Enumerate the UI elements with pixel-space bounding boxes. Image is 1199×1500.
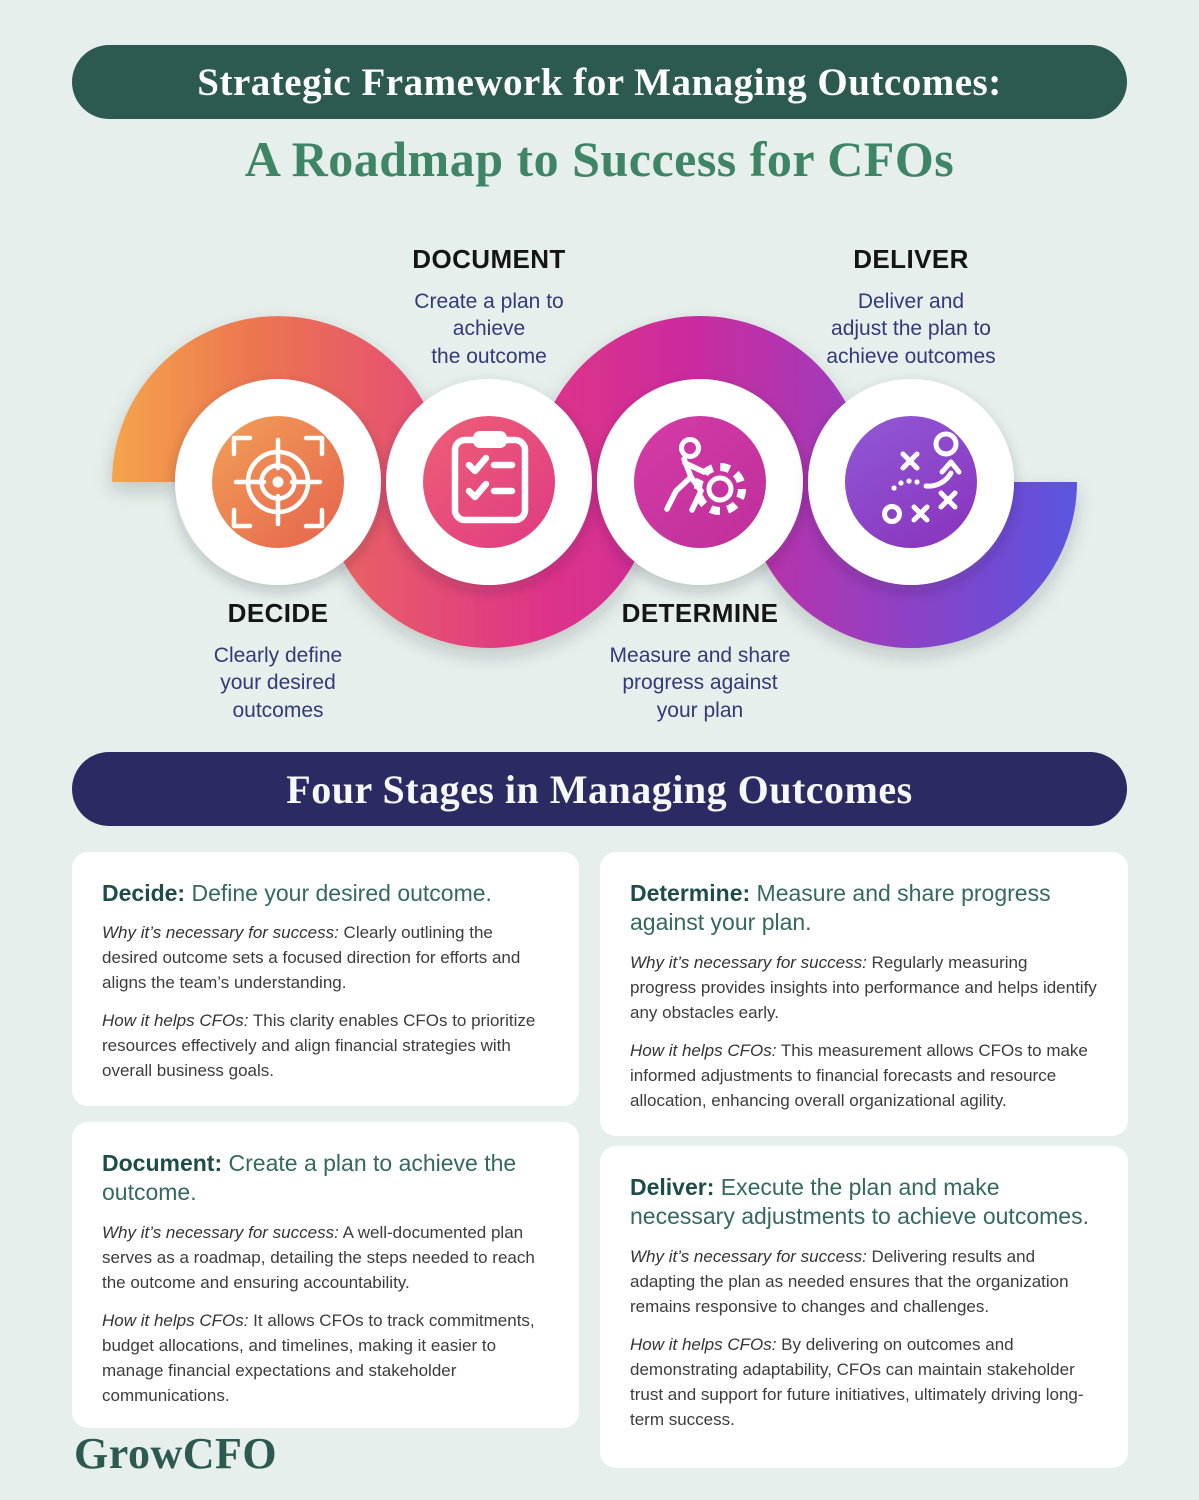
why-label: Why it’s necessary for success: xyxy=(102,1222,339,1242)
card-title-bold: Deliver: xyxy=(630,1174,715,1200)
header-banner-text: Strategic Framework for Managing Outcome… xyxy=(197,60,1002,104)
step-title-document: DOCUMENT xyxy=(412,244,566,274)
card-how-paragraph: How it helps CFOs: This clarity enables … xyxy=(102,1009,549,1084)
card-title: Deliver: Execute the plan and make neces… xyxy=(630,1173,1098,1232)
clipboard-checklist-icon xyxy=(451,431,529,524)
card-how-paragraph: How it helps CFOs: This measurement allo… xyxy=(630,1039,1098,1114)
wave-svg xyxy=(112,316,1077,648)
stages-banner: Four Stages in Managing Outcomes xyxy=(72,752,1127,826)
wave-ribbon xyxy=(112,316,1077,648)
why-text: Clearly outlining the desired outcome se… xyxy=(102,923,521,993)
step-desc-document: Create a plan to achieve the outcome xyxy=(414,290,564,368)
why-text: Delivering results and adapting the plan… xyxy=(630,1246,1069,1316)
card-how-paragraph: How it helps CFOs: By delivering on outc… xyxy=(630,1333,1098,1433)
step-title-decide: DECIDE xyxy=(227,598,329,628)
how-text: This measurement allows CFOs to make inf… xyxy=(630,1040,1088,1110)
card-why-paragraph: Why it’s necessary for success: Regularl… xyxy=(630,951,1098,1026)
card-title-bold: Decide: xyxy=(102,880,186,906)
card-why-paragraph: Why it’s necessary for success: Clearly … xyxy=(102,921,549,996)
how-label: How it helps CFOs: xyxy=(630,1334,777,1354)
card-title-rest: Define your desired outcome. xyxy=(185,880,492,906)
step-title-determine: DETERMINE xyxy=(621,598,779,628)
why-label: Why it’s necessary for success: xyxy=(630,1246,867,1266)
how-text: This clarity enables CFOs to prioritize … xyxy=(102,1011,536,1081)
why-label: Why it’s necessary for success: xyxy=(630,952,867,972)
why-label: Why it’s necessary for success: xyxy=(102,923,339,943)
card-title: Decide: Define your desired outcome. xyxy=(102,879,549,908)
card-document: Document: Create a plan to achieve the o… xyxy=(72,1122,579,1428)
how-text: By delivering on outcomes and demonstrat… xyxy=(630,1334,1084,1429)
strategy-play-icon xyxy=(882,431,962,524)
runner-gear-icon xyxy=(664,437,746,515)
dotted-path xyxy=(891,478,920,491)
step-desc-determine: Measure and share progress against your … xyxy=(609,644,791,722)
step-title-deliver: DELIVER xyxy=(853,244,969,274)
card-decide: Decide: Define your desired outcome. Why… xyxy=(72,852,579,1106)
card-why-paragraph: Why it’s necessary for success: Deliveri… xyxy=(630,1245,1098,1320)
card-title: Determine: Measure and share progress ag… xyxy=(630,879,1098,938)
step-desc-decide: Clearly define your desired outcomes xyxy=(213,644,343,722)
card-title-rest: Create a plan to achieve the outcome. xyxy=(102,1150,517,1206)
step-desc-deliver: Deliver and adjust the plan to achieve o… xyxy=(826,290,996,368)
page-subtitle: A Roadmap to Success for CFOs xyxy=(244,131,955,187)
card-title-bold: Document: xyxy=(102,1150,223,1176)
why-text: Regularly measuring progress provides in… xyxy=(630,952,1097,1022)
card-how-paragraph: How it helps CFOs: It allows CFOs to tra… xyxy=(102,1309,549,1409)
card-title-rest: Measure and share progress against your … xyxy=(630,880,1051,936)
growcfo-logo: GrowCFO xyxy=(74,1429,278,1478)
process-wave-diagram: DOCUMENT Create a plan to achieve the ou… xyxy=(0,230,1199,742)
card-title-rest: Execute the plan and make necessary adju… xyxy=(630,1174,1089,1230)
why-text: A well-documented plan serves as a roadm… xyxy=(102,1222,535,1292)
how-label: How it helps CFOs: xyxy=(102,1310,249,1330)
how-label: How it helps CFOs: xyxy=(102,1011,249,1031)
how-label: How it helps CFOs: xyxy=(630,1040,777,1060)
card-why-paragraph: Why it’s necessary for success: A well-d… xyxy=(102,1221,549,1296)
card-deliver: Deliver: Execute the plan and make neces… xyxy=(600,1146,1128,1468)
stages-banner-text: Four Stages in Managing Outcomes xyxy=(286,766,913,812)
how-text: It allows CFOs to track commitments, bud… xyxy=(102,1310,535,1405)
card-title: Document: Create a plan to achieve the o… xyxy=(102,1149,549,1208)
header-banner: Strategic Framework for Managing Outcome… xyxy=(72,45,1127,119)
card-title-bold: Determine: xyxy=(630,880,751,906)
card-determine: Determine: Measure and share progress ag… xyxy=(600,852,1128,1136)
target-icon xyxy=(231,435,325,529)
